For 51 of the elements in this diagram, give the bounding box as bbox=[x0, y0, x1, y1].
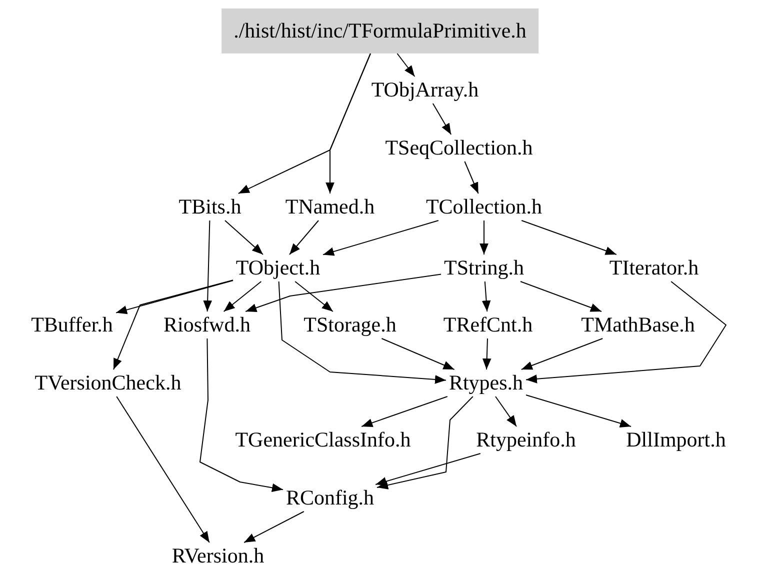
file-name: TObject.h bbox=[232, 254, 324, 282]
file-name: TBuffer.h bbox=[28, 311, 116, 339]
arrow bbox=[520, 281, 602, 312]
arrow bbox=[375, 453, 481, 486]
file-name: Rtypeinfo.h bbox=[473, 426, 579, 454]
arrow bbox=[289, 220, 319, 255]
arrow bbox=[203, 220, 212, 312]
file-box: ./hist/hist/inc/TFormulaPrimitive.h bbox=[222, 8, 538, 54]
arrow bbox=[326, 53, 371, 194]
arrow bbox=[200, 338, 284, 492]
file-name: TStorage.h bbox=[300, 311, 400, 339]
file-name: TSeqCollection.h bbox=[382, 134, 536, 162]
arrow bbox=[482, 338, 492, 370]
file-name: TRefCnt.h bbox=[440, 311, 536, 339]
file-name: DllImport.h bbox=[623, 426, 729, 454]
file-name: TIterator.h bbox=[606, 254, 702, 282]
arrow bbox=[495, 396, 517, 427]
arrow bbox=[521, 220, 617, 255]
arrow bbox=[113, 280, 234, 370]
arrow bbox=[396, 53, 416, 77]
arrow bbox=[294, 281, 334, 312]
file-name: TObjArray.h bbox=[368, 76, 482, 104]
arrow bbox=[432, 103, 452, 135]
arrow bbox=[322, 220, 439, 256]
arrow bbox=[464, 161, 479, 194]
arrow bbox=[482, 281, 491, 312]
file-name: TGenericClassInfo.h bbox=[232, 426, 414, 454]
arrow bbox=[278, 281, 446, 384]
arrow bbox=[116, 396, 210, 543]
file-name: TCollection.h bbox=[422, 193, 546, 221]
file-name: TMathBase.h bbox=[578, 311, 698, 339]
file-name: RVersion.h bbox=[168, 542, 268, 570]
arrow bbox=[376, 396, 474, 490]
arrow bbox=[224, 220, 264, 255]
file-name: TBits.h bbox=[176, 193, 244, 221]
arrow bbox=[526, 281, 726, 384]
arrow bbox=[244, 511, 304, 543]
file-name: Riosfwd.h bbox=[160, 311, 254, 339]
file-name: TVersionCheck.h bbox=[32, 369, 184, 397]
arrow bbox=[480, 220, 488, 255]
arrow bbox=[381, 338, 455, 370]
arrow bbox=[223, 281, 262, 312]
file-name: TNamed.h bbox=[282, 193, 378, 221]
file-name: Rtypes.h bbox=[446, 369, 526, 397]
file-name: TString.h bbox=[441, 254, 527, 282]
arrow bbox=[361, 396, 448, 428]
arrow bbox=[116, 280, 234, 314]
arrow bbox=[526, 394, 632, 428]
file-name: RConfig.h bbox=[282, 484, 378, 512]
arrow bbox=[245, 274, 442, 312]
arrow bbox=[520, 338, 604, 370]
